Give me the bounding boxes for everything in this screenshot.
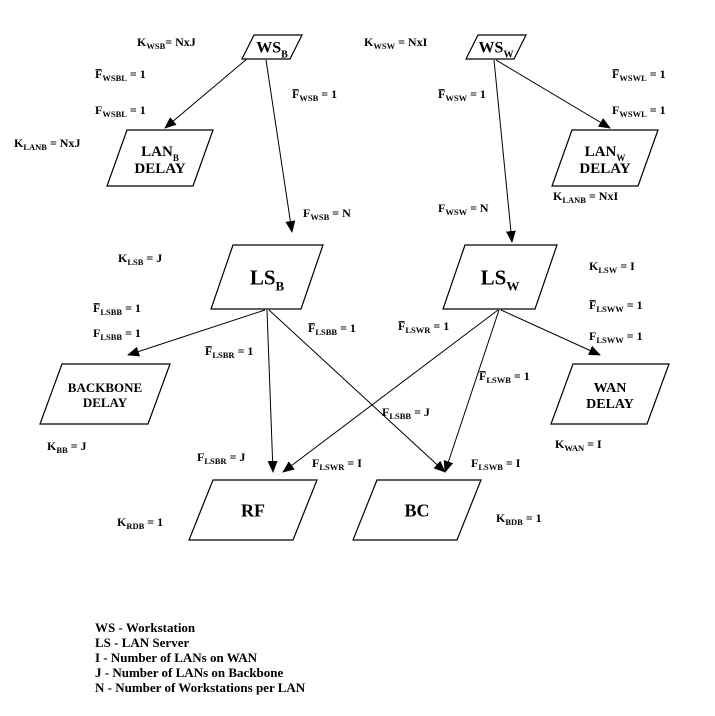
node-title: LANW [585, 144, 626, 163]
edge-label-fbar-wsw: F̅WSW = 1 [438, 87, 486, 103]
edge-label-fbar-lsbr: F̅LSBR = 1 [205, 344, 254, 360]
edges [127, 57, 611, 473]
node-title: LSB [250, 265, 285, 293]
node-subtitle: DELAY [83, 395, 128, 410]
edge-label-fbar-lswr: F̅LSWR = 1 [398, 319, 450, 335]
node-shape [550, 363, 670, 425]
edge-arrow [443, 309, 500, 473]
edge-labels: KWSB= NxJ KWSW = NxI F̅WSBL = 1 FWSBL = 1 F̅… [14, 35, 666, 531]
node-ls-w: LSW [442, 244, 558, 310]
edge-arrow [164, 57, 249, 129]
legend-item-ls: LS - LAN Server [95, 635, 190, 650]
edge-arrow [493, 59, 516, 243]
edge-label-f-lswb-i: FLSWB = I [471, 456, 521, 472]
node-shape [241, 34, 303, 60]
node-title: RF [241, 500, 265, 520]
edge-label-f-wsb: FWSB = N [303, 206, 351, 222]
legend-item-i: I - Number of LANs on WAN [95, 650, 258, 665]
node-title: LANB [141, 144, 179, 163]
node-rf: RF [188, 479, 318, 541]
edge-arrow [268, 309, 446, 473]
node-subtitle: DELAY [579, 161, 630, 177]
node-shape [39, 363, 171, 425]
edge-label-k-wan: KWAN = I [555, 437, 602, 453]
node-subtitle: DELAY [586, 397, 634, 412]
node-title: WAN [594, 381, 627, 396]
node-title: WSW [479, 40, 514, 61]
edge-label-k-wsw: KWSW = NxI [364, 35, 428, 51]
legend: WS - Workstation LS - LAN Server I - Num… [95, 620, 305, 695]
edge-label-fbar-wsbl: F̅WSBL = 1 [95, 67, 146, 83]
edge-arrow [265, 59, 296, 233]
legend-item-j: J - Number of LANs on Backbone [95, 665, 284, 680]
edge-arrow [500, 309, 601, 356]
edge-arrow [282, 309, 499, 473]
node-ws-b: WSB [241, 34, 303, 61]
edge-label-k-bdb: KBDB = 1 [496, 511, 542, 527]
legend-item-n: N - Number of Workstations per LAN [95, 680, 306, 695]
edge-label-k-wsb: KWSB= NxJ [137, 35, 196, 51]
legend-item-ws: WS - Workstation [95, 620, 196, 635]
node-shape [465, 34, 527, 60]
node-shape [551, 129, 659, 187]
node-title: BC [404, 500, 429, 520]
edge-arrow [266, 309, 278, 473]
edge-label-k-bb: KBB = J [47, 439, 87, 455]
node-shape [442, 244, 558, 310]
node-bc: BC [352, 479, 482, 541]
edge-arrow [495, 59, 611, 129]
edge-label-f-lsww: FLSWW = 1 [589, 329, 643, 345]
node-ls-b: LSB [210, 244, 324, 310]
node-shape [352, 479, 482, 541]
edge-label-f-wsbl: FWSBL = 1 [95, 103, 146, 119]
edge-label-f-wsw: FWSW = N [438, 201, 489, 217]
node-title: LSW [481, 265, 520, 293]
node-title: BACKBONE [68, 380, 142, 395]
edge-label-fbar-wswl: F̅WSWL = 1 [612, 67, 666, 83]
edge-label-fbar-wsb: F̅WSB = 1 [292, 87, 337, 103]
node-shape [188, 479, 318, 541]
edge-label-fbar-lsbb-left: F̅LSBB = 1 [93, 301, 141, 317]
edge-label-f-wswl: FWSWL = 1 [612, 103, 666, 119]
edge-label-k-lanb-left: KLANB = NxJ [14, 136, 80, 152]
node-shape [210, 244, 324, 310]
edge-label-k-lanb-right: KLANB = NxI [553, 189, 618, 205]
edge-label-fbar-lsww: F̅LSWW = 1 [589, 298, 643, 314]
edge-label-f-lsbb-left: FLSBB = 1 [93, 326, 141, 342]
edge-label-k-lsb: KLSB = J [118, 251, 162, 267]
edge-label-fbar-lsbb-mid: F̅LSBB = 1 [308, 321, 356, 337]
edge-label-k-lsw: KLSW = I [589, 259, 635, 275]
edge-label-f-lsbr-j: FLSBR = J [197, 450, 245, 466]
node-subtitle: DELAY [134, 161, 185, 177]
edge-arrow [127, 309, 266, 357]
edge-label-k-rdb: KRDB = 1 [117, 515, 163, 531]
node-ws-w: WSW [465, 34, 527, 61]
edge-label-f-lswr-i: FLSWR = I [312, 456, 362, 472]
edge-label-f-lsbb-j: FLSBB = J [382, 405, 430, 421]
edge-label-fbar-lswb: F̅LSWB = 1 [479, 369, 530, 385]
node-title: WSB [256, 40, 288, 61]
node-shape [106, 129, 214, 187]
